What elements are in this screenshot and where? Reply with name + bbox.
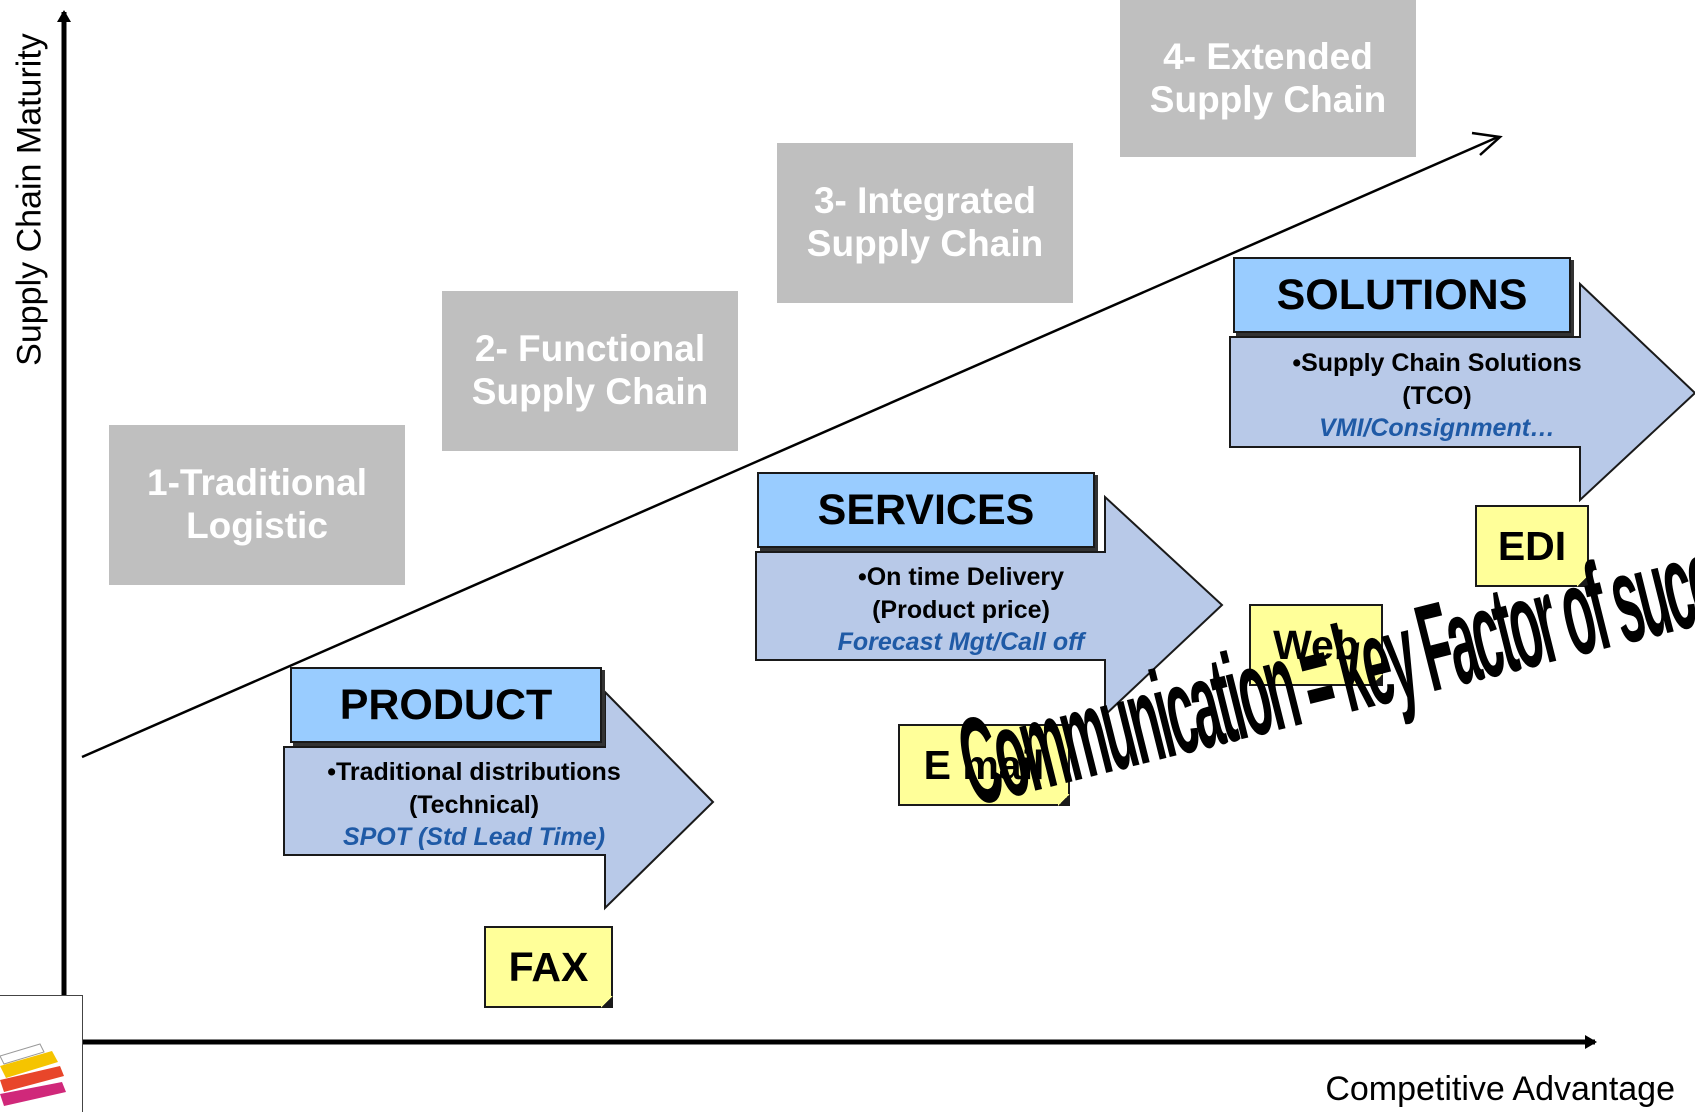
x-axis-label: Competitive Advantage	[1325, 1070, 1675, 1108]
services-desc-line3: Forecast Mgt/Call off	[837, 628, 1085, 656]
product-description: •Traditional distributions (Technical) S…	[294, 756, 654, 854]
services-desc-line1: •On time Delivery	[857, 563, 1065, 591]
product-arrow	[283, 689, 715, 911]
services-arrow	[755, 494, 1224, 718]
solutions-desc-line3: VMI/Consignment…	[1318, 414, 1556, 442]
edi-note: EDI	[1475, 505, 1589, 587]
product-desc-line3: SPOT (Std Lead Time)	[342, 823, 606, 851]
web-note: Web	[1249, 604, 1383, 686]
services-desc-line2: (Product price)	[872, 595, 1050, 624]
solutions-desc-line2: (TCO)	[1402, 381, 1472, 410]
stage-3-integrated-supply-chain: 3- Integrated Supply Chain	[777, 143, 1073, 303]
services-description: •On time Delivery (Product price) Foreca…	[786, 561, 1136, 659]
y-axis-label: Supply Chain Maturity	[10, 33, 49, 366]
fax-note: FAX	[484, 926, 613, 1008]
stage-1-traditional-logistic: 1-Traditional Logistic	[109, 425, 405, 585]
product-desc-line2: (Technical)	[408, 790, 540, 819]
solutions-arrow	[1229, 281, 1695, 503]
trend-arrowhead	[1471, 131, 1503, 156]
solutions-description: •Supply Chain Solutions (TCO) VMI/Consig…	[1262, 347, 1612, 445]
email-note: E mail	[898, 724, 1070, 806]
services-header: SERVICES	[757, 472, 1095, 548]
product-header: PRODUCT	[290, 667, 602, 743]
pencils-logo-icon	[0, 1043, 66, 1106]
stage-4-extended-supply-chain: 4- Extended Supply Chain	[1120, 0, 1416, 157]
logo-box	[0, 995, 83, 1112]
product-desc-line1: •Traditional distributions	[327, 758, 621, 786]
solutions-desc-line1: •Supply Chain Solutions	[1292, 349, 1582, 377]
trend-line	[81, 135, 1499, 759]
solutions-header: SOLUTIONS	[1233, 257, 1571, 333]
stage-2-functional-supply-chain: 2- Functional Supply Chain	[442, 291, 738, 451]
